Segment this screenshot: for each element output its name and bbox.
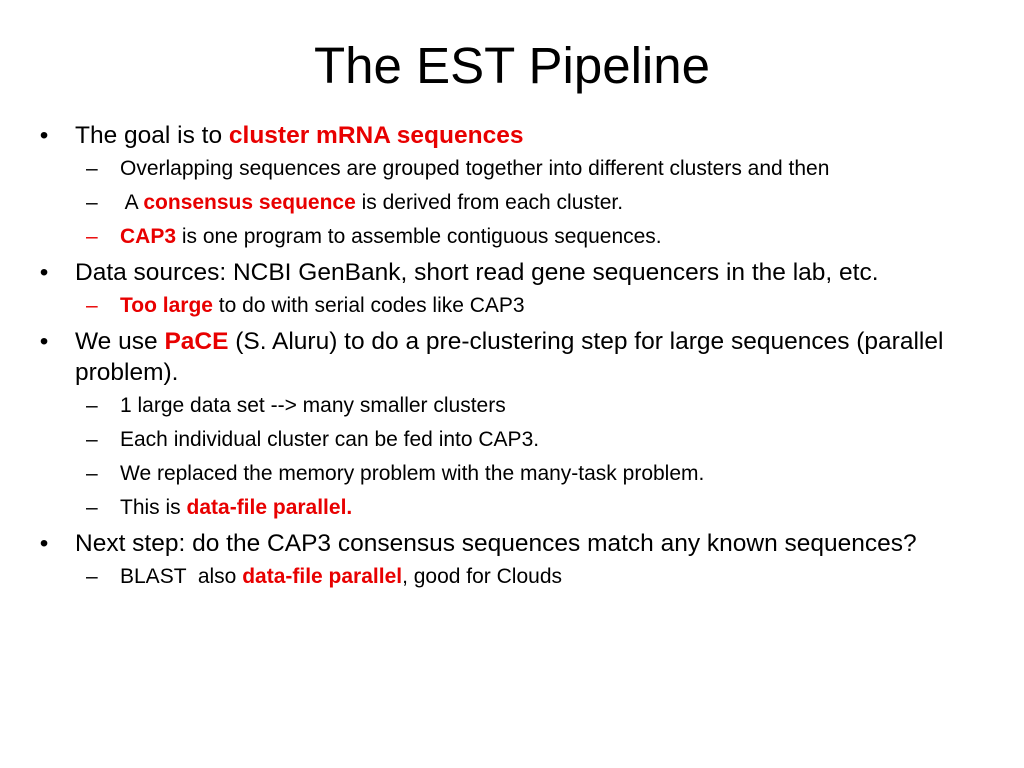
bullet-dot-icon: • — [39, 530, 49, 557]
sub-bullet-text: BLAST also — [120, 565, 243, 588]
highlight-text: data-file parallel. — [186, 496, 353, 519]
highlight-text: CAP3 — [120, 225, 177, 248]
bullet-item: • We use PaCE (S. Aluru) to do a pre-clu… — [34, 326, 984, 388]
bullet-dot-icon: • — [39, 328, 49, 355]
dash-icon: – — [86, 191, 98, 214]
highlight-text: consensus sequence — [143, 191, 356, 214]
highlight-text: cluster mRNA sequences — [228, 122, 524, 149]
sub-bullet-text: We replaced the memory problem with the … — [120, 462, 705, 485]
dash-icon: – — [86, 225, 98, 248]
dash-icon: – — [86, 394, 98, 417]
bullet-text: Next step: do the CAP3 consensus sequenc… — [75, 530, 917, 557]
dash-icon: – — [86, 157, 98, 180]
highlight-text: data-file parallel — [242, 565, 403, 588]
sub-bullet-item: – Too large to do with serial codes like… — [34, 292, 984, 319]
sub-bullet-item: – CAP3 is one program to assemble contig… — [34, 223, 984, 250]
bullet-dot-icon: • — [39, 259, 49, 286]
highlight-text: Too large — [120, 294, 213, 317]
bullet-dot-icon: • — [39, 122, 49, 149]
sub-bullet-text: This is — [120, 496, 187, 519]
dash-icon: – — [86, 428, 98, 451]
highlight-text: PaCE — [164, 328, 229, 355]
bullet-text: (S. Aluru) to do a pre-clustering step f… — [75, 328, 944, 386]
bullet-item: • Next step: do the CAP3 consensus seque… — [34, 528, 984, 559]
bullet-item: • Data sources: NCBI GenBank, short read… — [34, 257, 984, 288]
sub-bullet-item: – BLAST also data-file parallel, good fo… — [34, 563, 984, 590]
sub-bullet-text: is one program to assemble contiguous se… — [176, 225, 662, 248]
sub-bullet-item: – 1 large data set --> many smaller clus… — [34, 392, 984, 419]
sub-bullet-text: is derived from each cluster. — [355, 191, 624, 214]
dash-icon: – — [86, 462, 98, 485]
sub-bullet-item: – We replaced the memory problem with th… — [34, 460, 984, 487]
dash-icon: – — [86, 496, 98, 519]
sub-bullet-item: – A consensus sequence is derived from e… — [34, 189, 984, 216]
bullet-text: The goal is to — [75, 122, 229, 149]
sub-bullet-text: Each individual cluster can be fed into … — [120, 428, 540, 451]
sub-bullet-item: – Each individual cluster can be fed int… — [34, 426, 984, 453]
dash-icon: – — [86, 565, 98, 588]
sub-bullet-text: Overlapping sequences are grouped togeth… — [120, 157, 830, 180]
sub-bullet-text: A — [120, 191, 144, 214]
bullet-text: Data sources: NCBI GenBank, short read g… — [75, 259, 879, 286]
slide-content: • The goal is to cluster mRNA sequences … — [34, 120, 984, 597]
sub-bullet-item: – Overlapping sequences are grouped toge… — [34, 155, 984, 182]
dash-icon: – — [86, 294, 98, 317]
sub-bullet-item: – This is data-file parallel. — [34, 494, 984, 521]
bullet-item: • The goal is to cluster mRNA sequences — [34, 120, 984, 151]
sub-bullet-text: , good for Clouds — [402, 565, 563, 588]
bullet-text: We use — [75, 328, 165, 355]
sub-bullet-text: to do with serial codes like CAP3 — [212, 294, 525, 317]
sub-bullet-text: 1 large data set --> many smaller cluste… — [120, 394, 506, 417]
slide-title: The EST Pipeline — [314, 37, 710, 94]
